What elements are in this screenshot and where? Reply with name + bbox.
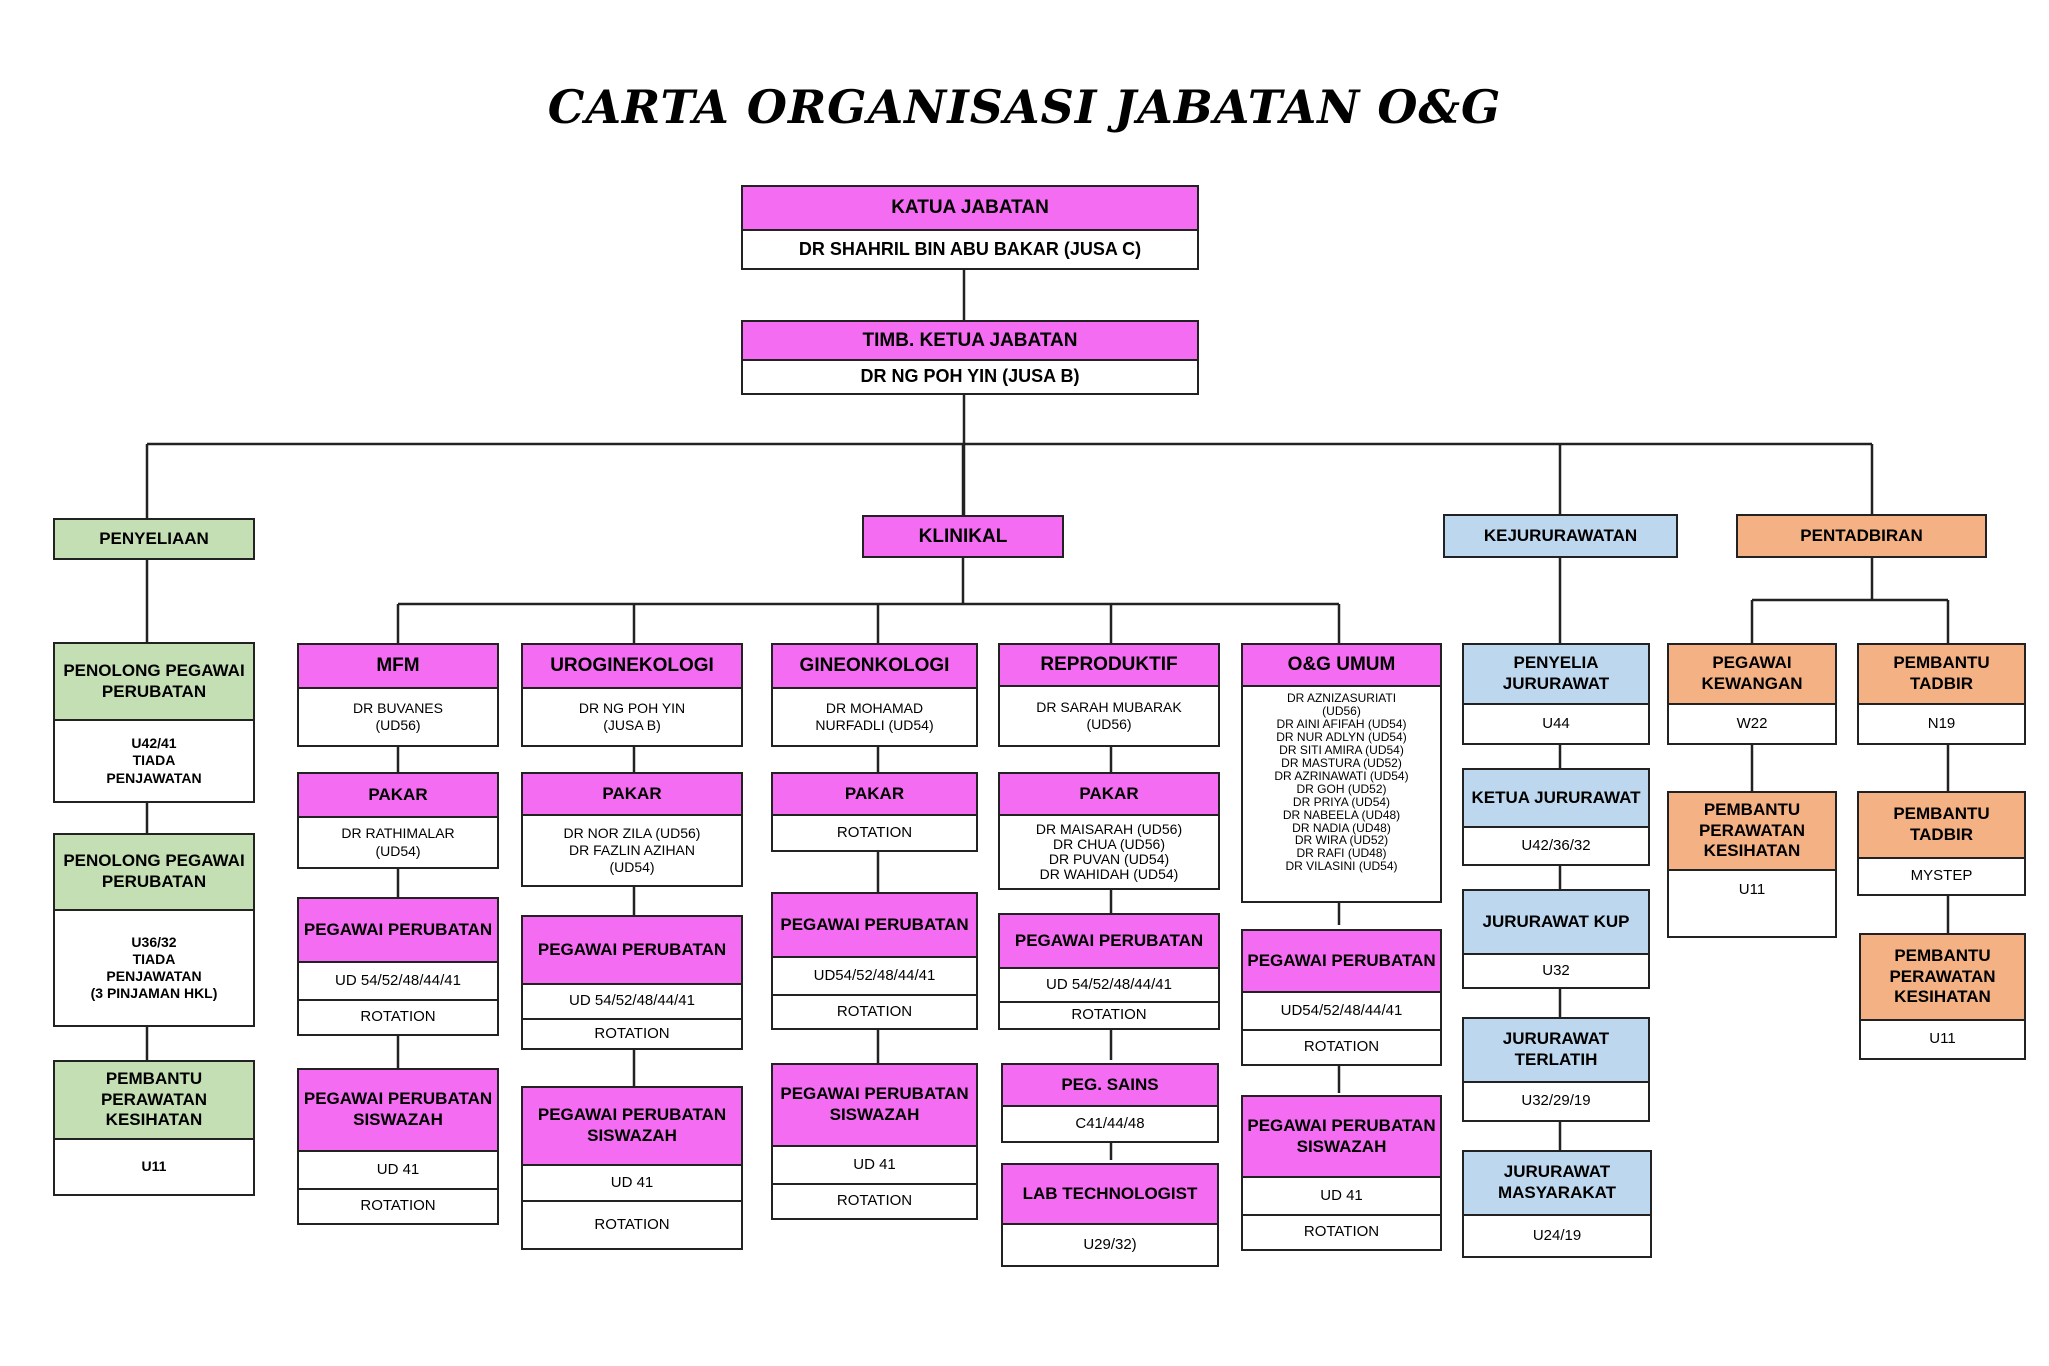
umum-member: DR NABEELA (UD48)	[1282, 807, 1401, 822]
rep-unit-box: REPRODUKTIF DR SARAH MUBARAK (UD56)	[998, 643, 1220, 747]
gin-pp-box: PEGAWAI PERUBATAN UD54/52/48/44/41 ROTAT…	[771, 892, 978, 1030]
umum-member: DR WIRA (UD52)	[1294, 833, 1389, 848]
head-of-department-box: KATUA JABATAN DR SHAHRIL BIN ABU BAKAR (…	[741, 185, 1199, 270]
gin-pps-box: PEGAWAI PERUBATAN SISWAZAH UD 41 ROTATIO…	[771, 1063, 978, 1220]
head-label: KATUA JABATAN	[743, 187, 1197, 229]
uro-pps-box: PEGAWAI PERUBATAN SISWAZAH UD 41 ROTATIO…	[521, 1086, 743, 1250]
ppk-penyeliaan-box: PEMBANTU PERAWATAN KESIHATAN U11	[53, 1060, 255, 1196]
mfm-pp-box: PEGAWAI PERUBATAN UD 54/52/48/44/41 ROTA…	[297, 897, 499, 1036]
admin-tadbir-n19-box: PEMBANTU TADBIR N19	[1857, 643, 2026, 745]
ppp-u36-box: PENOLONG PEGAWAI PERUBATAN U36/32 TIADA …	[53, 833, 255, 1027]
admin-ppk-box: PEMBANTU PERAWATAN KESIHATAN U11	[1667, 791, 1837, 938]
uro-unit-box: UROGINEKOLOGI DR NG POH YIN (JUSA B)	[521, 643, 743, 747]
gin-unit-box: GINEONKOLOGI DR MOHAMAD NURFADLI (UD54)	[771, 643, 978, 747]
division-pentadbiran: PENTADBIRAN	[1736, 514, 1987, 558]
umum-member: DR NADIA (UD48)	[1292, 820, 1391, 835]
admin-ppk2-box: PEMBANTU PERAWATAN KESIHATAN U11	[1859, 933, 2026, 1060]
rep-pp-box: PEGAWAI PERUBATAN UD 54/52/48/44/41 ROTA…	[998, 913, 1220, 1030]
mfm-unit-box: MFM DR BUVANES (UD56)	[297, 643, 499, 747]
umum-member: DR AZNIZASURIATI	[1286, 691, 1397, 705]
umum-pps-box: PEGAWAI PERUBATAN SISWAZAH UD 41 ROTATIO…	[1241, 1095, 1442, 1251]
division-klinikal: KLINIKAL	[862, 515, 1064, 558]
nurse-masyarakat-box: JURURAWAT MASYARAKAT U24/19	[1462, 1150, 1652, 1258]
division-penyeliaan: PENYELIAAN	[53, 518, 255, 560]
umum-member: DR AINI AFIFAH (UD54)	[1276, 716, 1407, 731]
nurse-ketua-box: KETUA JURURAWAT U42/36/32	[1462, 768, 1650, 866]
deputy-name: DR NG POH YIN (JUSA B)	[743, 359, 1197, 393]
umum-pp-box: PEGAWAI PERUBATAN UD54/52/48/44/41 ROTAT…	[1241, 929, 1442, 1066]
umum-member: DR SITI AMIRA (UD54)	[1279, 742, 1404, 757]
admin-kewangan-box: PEGAWAI KEWANGAN W22	[1667, 643, 1837, 745]
head-name: DR SHAHRIL BIN ABU BAKAR (JUSA C)	[743, 229, 1197, 268]
umum-unit-box: O&G UMUM DR AZNIZASURIATI(UD56)DR AINI A…	[1241, 643, 1442, 903]
mfm-pps-box: PEGAWAI PERUBATAN SISWAZAH UD 41 ROTATIO…	[297, 1068, 499, 1225]
admin-tadbir-mystep-box: PEMBANTU TADBIR MYSTEP	[1857, 791, 2026, 896]
rep-lab-box: LAB TECHNOLOGIST U29/32)	[1001, 1163, 1219, 1267]
ppp-u42-box: PENOLONG PEGAWAI PERUBATAN U42/41 TIADA …	[53, 642, 255, 803]
umum-member: DR MASTURA (UD52)	[1281, 755, 1402, 770]
umum-member: DR RAFI (UD48)	[1296, 846, 1387, 861]
deputy-head-box: TIMB. KETUA JABATAN DR NG POH YIN (JUSA …	[741, 320, 1199, 395]
umum-member: (UD56)	[1322, 703, 1361, 718]
umum-member-list: DR AZNIZASURIATI(UD56)DR AINI AFIFAH (UD…	[1243, 685, 1440, 901]
umum-member: DR VILASINI (UD54)	[1285, 859, 1398, 874]
rep-sains-box: PEG. SAINS C41/44/48	[1001, 1063, 1219, 1143]
deputy-label: TIMB. KETUA JABATAN	[743, 322, 1197, 359]
nurse-terlatih-box: JURURAWAT TERLATIH U32/29/19	[1462, 1017, 1650, 1122]
division-kejururawatan: KEJURURAWATAN	[1443, 514, 1678, 558]
nurse-kup-box: JURURAWAT KUP U32	[1462, 889, 1650, 989]
chart-title: CARTA ORGANISASI JABATAN O&G	[547, 80, 1502, 134]
uro-pakar-box: PAKAR DR NOR ZILA (UD56) DR FAZLIN AZIHA…	[521, 772, 743, 887]
nurse-penyelia-box: PENYELIA JURURAWAT U44	[1462, 643, 1650, 745]
umum-member: DR NUR ADLYN (UD54)	[1276, 729, 1407, 744]
rep-pakar-box: PAKAR DR MAISARAH (UD56) DR CHUA (UD56) …	[998, 772, 1220, 890]
mfm-pakar-box: PAKAR DR RATHIMALAR (UD54)	[297, 772, 499, 869]
umum-member: DR GOH (UD52)	[1296, 781, 1387, 796]
uro-pp-box: PEGAWAI PERUBATAN UD 54/52/48/44/41 ROTA…	[521, 915, 743, 1050]
umum-member: DR AZRINAWATI (UD54)	[1274, 768, 1409, 783]
umum-member: DR PRIYA (UD54)	[1292, 794, 1391, 809]
gin-pakar-box: PAKAR ROTATION	[771, 772, 978, 852]
